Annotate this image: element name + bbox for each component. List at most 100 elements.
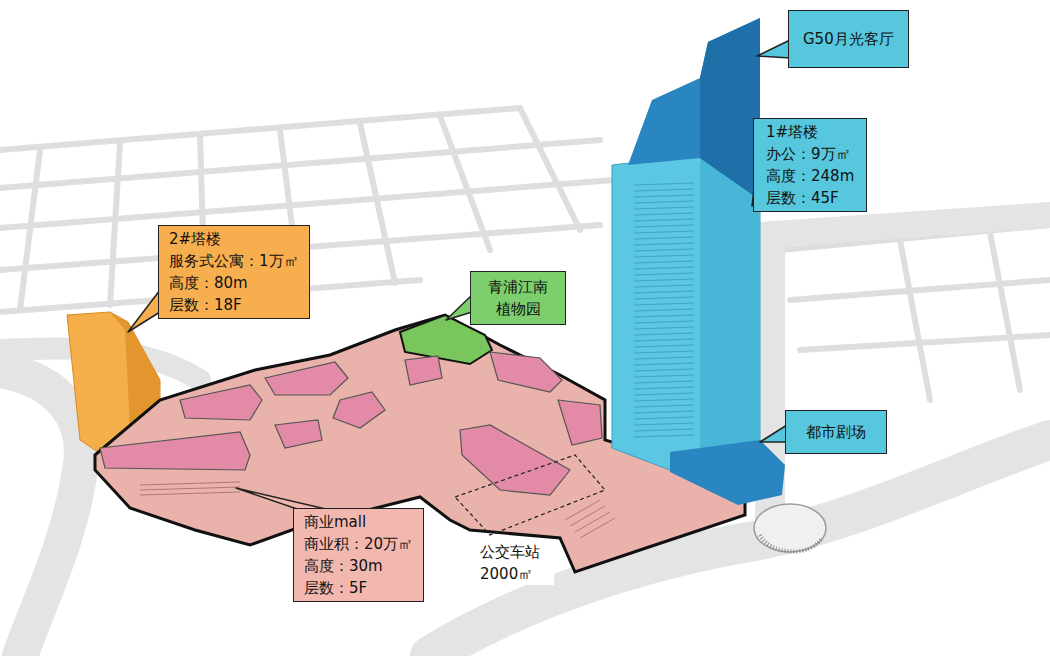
- street: [110, 143, 120, 305]
- callout-tail: [236, 488, 330, 510]
- callout-text: 青浦江南 植物园: [479, 276, 557, 320]
- callout-text: 商业积：20万㎡: [304, 533, 413, 555]
- tower-crown-face: [700, 18, 760, 200]
- theatre: [754, 504, 826, 552]
- tower-stripe: [634, 201, 694, 203]
- callout-text: 高度：80m: [169, 272, 299, 294]
- tower-stripe: [634, 315, 694, 317]
- callout-text: 层数：5F: [304, 577, 413, 599]
- callout-text: 办公：9万㎡: [766, 143, 854, 165]
- tower-stripe: [634, 309, 694, 311]
- callout-box: 商业mall商业积：20万㎡高度：30m层数：5F: [293, 508, 424, 602]
- callout-box: 都市剧场: [785, 410, 887, 454]
- tower-stripe: [634, 351, 694, 353]
- roof-block: [460, 425, 570, 495]
- tower-stripe: [634, 345, 694, 347]
- roof-block: [180, 385, 262, 420]
- street: [360, 123, 395, 283]
- callout-text: 层数：45F: [766, 187, 854, 209]
- tower-stripe: [634, 207, 694, 209]
- callout-text: 服务式公寓：1万㎡: [169, 250, 299, 272]
- tower-stripe: [634, 285, 694, 287]
- road: [0, 370, 82, 656]
- tower-stripe: [634, 375, 694, 377]
- tower-stripe: [634, 189, 694, 191]
- callout-text: 高度：30m: [304, 555, 413, 577]
- callout-text: 都市剧场: [806, 421, 866, 443]
- roof-block: [275, 420, 322, 448]
- callout-tail: [757, 40, 790, 58]
- tower-stripe: [634, 369, 694, 371]
- tower-stripe: [634, 423, 694, 425]
- callout-box: 青浦江南 植物园: [470, 271, 566, 325]
- street: [990, 232, 1020, 390]
- tower-stripe: [634, 219, 694, 221]
- callout-text: 1#塔楼: [766, 121, 854, 143]
- tower-stripe: [634, 363, 694, 365]
- tower-stripe: [634, 255, 694, 257]
- street: [440, 116, 490, 250]
- callout-tails: [128, 40, 790, 510]
- tower-stripe: [634, 405, 694, 407]
- theatre-shell: [754, 504, 826, 552]
- roof-block: [558, 400, 602, 445]
- tower-stripe: [634, 231, 694, 233]
- tower-stripe: [634, 213, 694, 215]
- roof-block: [405, 356, 442, 385]
- tower-stripe: [634, 303, 694, 305]
- tower-stripe: [634, 357, 694, 359]
- tower-stripe: [634, 183, 694, 185]
- tower-stripe: [634, 321, 694, 323]
- roof-block: [490, 352, 562, 392]
- street: [0, 178, 640, 228]
- callout-tail: [760, 425, 787, 442]
- tower-stripe: [634, 327, 694, 329]
- tower-crown: [628, 18, 760, 200]
- tower-stripes: [634, 183, 694, 437]
- street-grid: [0, 108, 1050, 400]
- callout-tail: [446, 295, 472, 320]
- tower-stripe: [634, 291, 694, 293]
- tower-stripe: [634, 249, 694, 251]
- tower-stripe: [634, 195, 694, 197]
- callout-text: G50月光客厅: [803, 28, 894, 50]
- area-label: 公交车站 2000㎡: [478, 541, 554, 585]
- facade-lines: [565, 500, 615, 538]
- callout-box: 1#塔楼办公：9万㎡高度：248m层数：45F: [753, 118, 867, 212]
- callout-tail: [128, 290, 160, 332]
- street: [0, 140, 600, 188]
- tower-stripe: [634, 435, 694, 437]
- tower-stripe: [634, 237, 694, 239]
- tower-stripe: [634, 393, 694, 395]
- tower-stripe: [634, 429, 694, 431]
- tower-stripe: [634, 411, 694, 413]
- tower-stripe: [634, 267, 694, 269]
- street: [790, 280, 1050, 300]
- tower-stripe: [634, 279, 694, 281]
- tower-stripe: [634, 333, 694, 335]
- tower-stripe: [634, 339, 694, 341]
- street: [520, 108, 580, 230]
- street: [900, 240, 930, 400]
- tower-stripe: [634, 225, 694, 227]
- callout-text: 层数：18F: [169, 294, 299, 316]
- callout-box: 2#塔楼服务式公寓：1万㎡高度：80m层数：18F: [158, 225, 310, 319]
- road: [760, 215, 1050, 235]
- tower-stripe: [634, 381, 694, 383]
- roof-block: [333, 392, 385, 428]
- facade-lines: [140, 482, 240, 495]
- roof-block: [100, 432, 250, 470]
- street: [20, 150, 40, 310]
- roof-block: [265, 362, 348, 395]
- tower-face: [700, 155, 760, 468]
- tower-stripe: [634, 243, 694, 245]
- roads: [0, 215, 1050, 656]
- callout-text: 2#塔楼: [169, 228, 299, 250]
- tower-stripe: [634, 387, 694, 389]
- tower-stripe: [634, 297, 694, 299]
- theatre-podium: [670, 440, 785, 505]
- tower-body: [612, 155, 760, 470]
- callout-box: G50月光客厅: [788, 10, 909, 68]
- callout-text: 商业mall: [304, 511, 413, 533]
